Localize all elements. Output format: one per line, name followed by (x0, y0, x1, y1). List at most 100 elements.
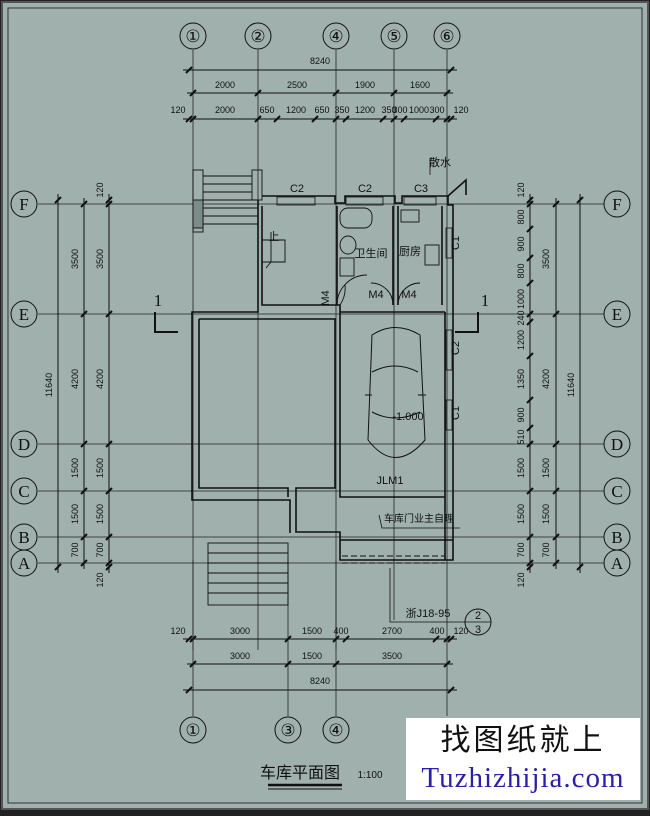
window-label: C2 (358, 183, 372, 195)
axis-bubble-right-label: A (611, 554, 624, 573)
axis-bubble-bottom-label: ④ (328, 721, 343, 740)
toilet (339, 235, 357, 255)
axis-bubble-left (10, 430, 38, 458)
dimension-label: 1500 (95, 458, 105, 478)
dimension-label: 11640 (566, 373, 576, 397)
door-label: M4 (401, 289, 416, 301)
section-mark-label: 1 (481, 291, 490, 310)
dimension-label: 800 (516, 263, 526, 278)
dimension-label: 700 (541, 542, 551, 557)
car-icon (365, 327, 426, 458)
dimension-label: 120 (170, 626, 185, 636)
dimension-label: 120 (170, 105, 185, 115)
watermark-url: Tuzhizhijia.com (421, 762, 625, 794)
axis-bubble-left-label: E (19, 305, 29, 324)
axis-bubble-right (603, 190, 631, 218)
dimension-label: 1600 (410, 80, 430, 90)
dimension-label: 800 (516, 209, 526, 224)
axis-bubble-left (10, 190, 38, 218)
fixtures (336, 207, 440, 306)
dimension-label: 1500 (302, 626, 322, 636)
dimension-label: 510 (516, 429, 526, 444)
dimension-label: 900 (516, 236, 526, 251)
dimension-label: 3500 (541, 249, 551, 269)
axis-bubble-top-label: ④ (328, 27, 343, 46)
axis-bubble-left-label: C (18, 482, 29, 501)
watermark-cn: 找图纸就上 (440, 723, 606, 758)
door-label: M4 (320, 290, 332, 305)
dimension-label: 400 (333, 626, 348, 636)
detail-number: 2 (475, 610, 481, 622)
stair-up-label: 上 (269, 230, 280, 243)
dimension-label: 3000 (230, 626, 250, 636)
sheet-border (7, 7, 643, 804)
dimension-label: 120 (453, 105, 468, 115)
dimension-label: 1500 (95, 504, 105, 524)
drawing-scale: 1:100 (357, 770, 382, 781)
dimension-label: 4200 (541, 369, 551, 389)
axis-bubble-left-label: D (18, 435, 30, 454)
dimension-label: 11640 (44, 373, 54, 397)
windows (276, 196, 453, 431)
axis-bubble-bottom-label: ③ (280, 721, 295, 740)
axis-bubble-left (10, 549, 38, 577)
dimension-label: 3500 (70, 249, 80, 269)
dimension-label: 240 (516, 310, 526, 325)
dimension-label: 8240 (310, 56, 330, 66)
dimension-label: 300 (392, 105, 407, 115)
watermark: 找图纸就上 Tuzhizhijia.com (406, 718, 640, 800)
dimension-label: 1900 (355, 80, 375, 90)
room-label-bathroom: 卫生间 (355, 246, 388, 260)
stairs (192, 169, 289, 606)
dimension-lines (54, 66, 584, 694)
dimension-label: 2700 (382, 626, 402, 636)
dimension-label: 1500 (516, 504, 526, 524)
dimension-label: 1200 (516, 330, 526, 350)
elevation-label: -1.000 (392, 411, 423, 423)
dimension-label: 2500 (287, 80, 307, 90)
axis-bubble-bottom-label: ① (185, 721, 200, 740)
axis-bubble-right (603, 300, 631, 328)
dimension-label: 350 (334, 105, 349, 115)
axis-bubble-bottom (179, 716, 207, 744)
apron-label: 散水 (429, 155, 451, 169)
axis-bubble-left-label: A (18, 554, 31, 573)
dimension-label: 4200 (95, 369, 105, 389)
dimension-label: 1200 (355, 105, 375, 115)
dimension-label: 700 (95, 542, 105, 557)
dimension-label: 120 (516, 182, 526, 197)
axis-bubble-right (603, 430, 631, 458)
axis-bubble-left (10, 477, 38, 505)
dimension-label: 3000 (230, 651, 250, 661)
axis-bubble-bottom (274, 716, 302, 744)
axis-bubble-right-label: E (612, 305, 622, 324)
axis-bubble-right (603, 477, 631, 505)
garage-door-label: JLM1 (377, 475, 404, 487)
axis-bubble-top-label: ⑤ (386, 27, 401, 46)
dimension-label: 120 (516, 572, 526, 587)
axis-bubble-top (179, 22, 207, 50)
drawing-title: 车库平面图 (260, 764, 340, 782)
axis-bubble-top (433, 22, 461, 50)
dimension-label: 2000 (215, 105, 235, 115)
axis-bubble-top (244, 22, 272, 50)
dimension-label: 1000 (516, 289, 526, 309)
axis-bubble-right (603, 549, 631, 577)
washbasin (339, 257, 355, 277)
axis-bubble-top-label: ② (250, 27, 265, 46)
window-label: C1 (450, 406, 462, 420)
dimension-label: 650 (314, 105, 329, 115)
dimension-label: 650 (259, 105, 274, 115)
room-label-kitchen: 厨房 (399, 245, 421, 258)
dimension-label: 120 (95, 572, 105, 587)
dimension-label: 1000 (409, 105, 429, 115)
dimension-label: 1500 (302, 651, 322, 661)
axis-bubble-left (10, 300, 38, 328)
axis-bubble-left-label: F (19, 195, 28, 214)
window-label: C3 (414, 183, 428, 195)
axis-bubble-right-label: F (612, 195, 621, 214)
